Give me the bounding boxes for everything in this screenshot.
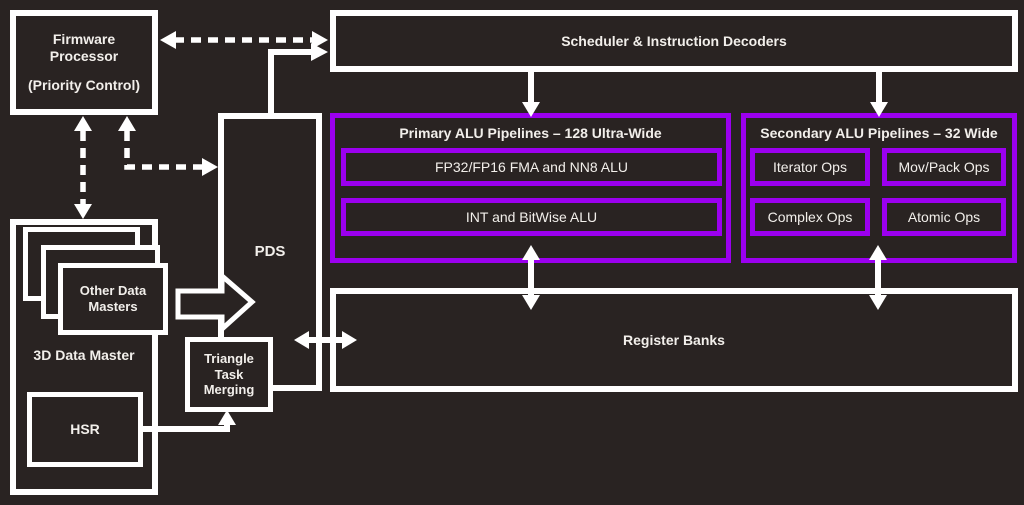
fp32-fp16-fma-nn8-alu-box: FP32/FP16 FMA and NN8 ALU — [341, 148, 722, 186]
secondary-alu-pipelines-box: Secondary ALU Pipelines – 32 Wide — [741, 113, 1017, 263]
pds-label: PDS — [254, 243, 286, 260]
three-d-data-master-label: 3D Data Master — [33, 347, 135, 363]
hsr-label: HSR — [70, 421, 100, 438]
arrow-pds-to-scheduler — [268, 43, 328, 115]
complex-ops-box: Complex Ops — [750, 198, 870, 236]
other-data-masters-label: Other Data Masters — [79, 283, 147, 314]
int-bitwise-alu-box: INT and BitWise ALU — [341, 198, 722, 236]
firmware-processor-box: Firmware Processor (Priority Control) — [10, 10, 158, 115]
arrow-scheduler-to-primary-alu — [522, 72, 540, 117]
complex-ops-label: Complex Ops — [767, 209, 853, 225]
dashed-arrow-firmware-data-master — [74, 116, 92, 219]
dashed-arrow-firmware-to-pds — [118, 116, 218, 176]
fp32-fp16-fma-nn8-alu-label: FP32/FP16 FMA and NN8 ALU — [435, 159, 628, 175]
mov-pack-ops-label: Mov/Pack Ops — [898, 159, 990, 175]
hsr-box: HSR — [27, 392, 143, 467]
secondary-alu-title: Secondary ALU Pipelines – 32 Wide — [760, 125, 998, 141]
mov-pack-ops-box: Mov/Pack Ops — [882, 148, 1006, 186]
primary-alu-title: Primary ALU Pipelines – 128 Ultra-Wide — [399, 125, 662, 141]
priority-control-label: (Priority Control) — [28, 77, 140, 94]
arrow-scheduler-to-secondary-alu — [870, 72, 888, 117]
atomic-ops-box: Atomic Ops — [882, 198, 1006, 236]
primary-alu-pipelines-box: Primary ALU Pipelines – 128 Ultra-Wide — [330, 113, 731, 263]
atomic-ops-label: Atomic Ops — [907, 209, 981, 225]
iterator-ops-label: Iterator Ops — [773, 159, 847, 175]
triangle-task-merging-box: Triangle Task Merging — [185, 337, 273, 412]
int-bitwise-alu-label: INT and BitWise ALU — [465, 209, 598, 225]
firmware-processor-title: Firmware Processor — [49, 30, 119, 64]
register-banks-box: Register Banks — [330, 288, 1018, 392]
iterator-ops-box: Iterator Ops — [750, 148, 870, 186]
dashed-arrow-firmware-scheduler — [160, 31, 328, 49]
register-banks-label: Register Banks — [623, 331, 725, 348]
scheduler-box: Scheduler & Instruction Decoders — [330, 10, 1018, 72]
scheduler-label: Scheduler & Instruction Decoders — [561, 32, 787, 49]
other-data-masters-box: Other Data Masters — [58, 263, 168, 335]
triangle-task-merging-label: Triangle Task Merging — [203, 351, 255, 398]
